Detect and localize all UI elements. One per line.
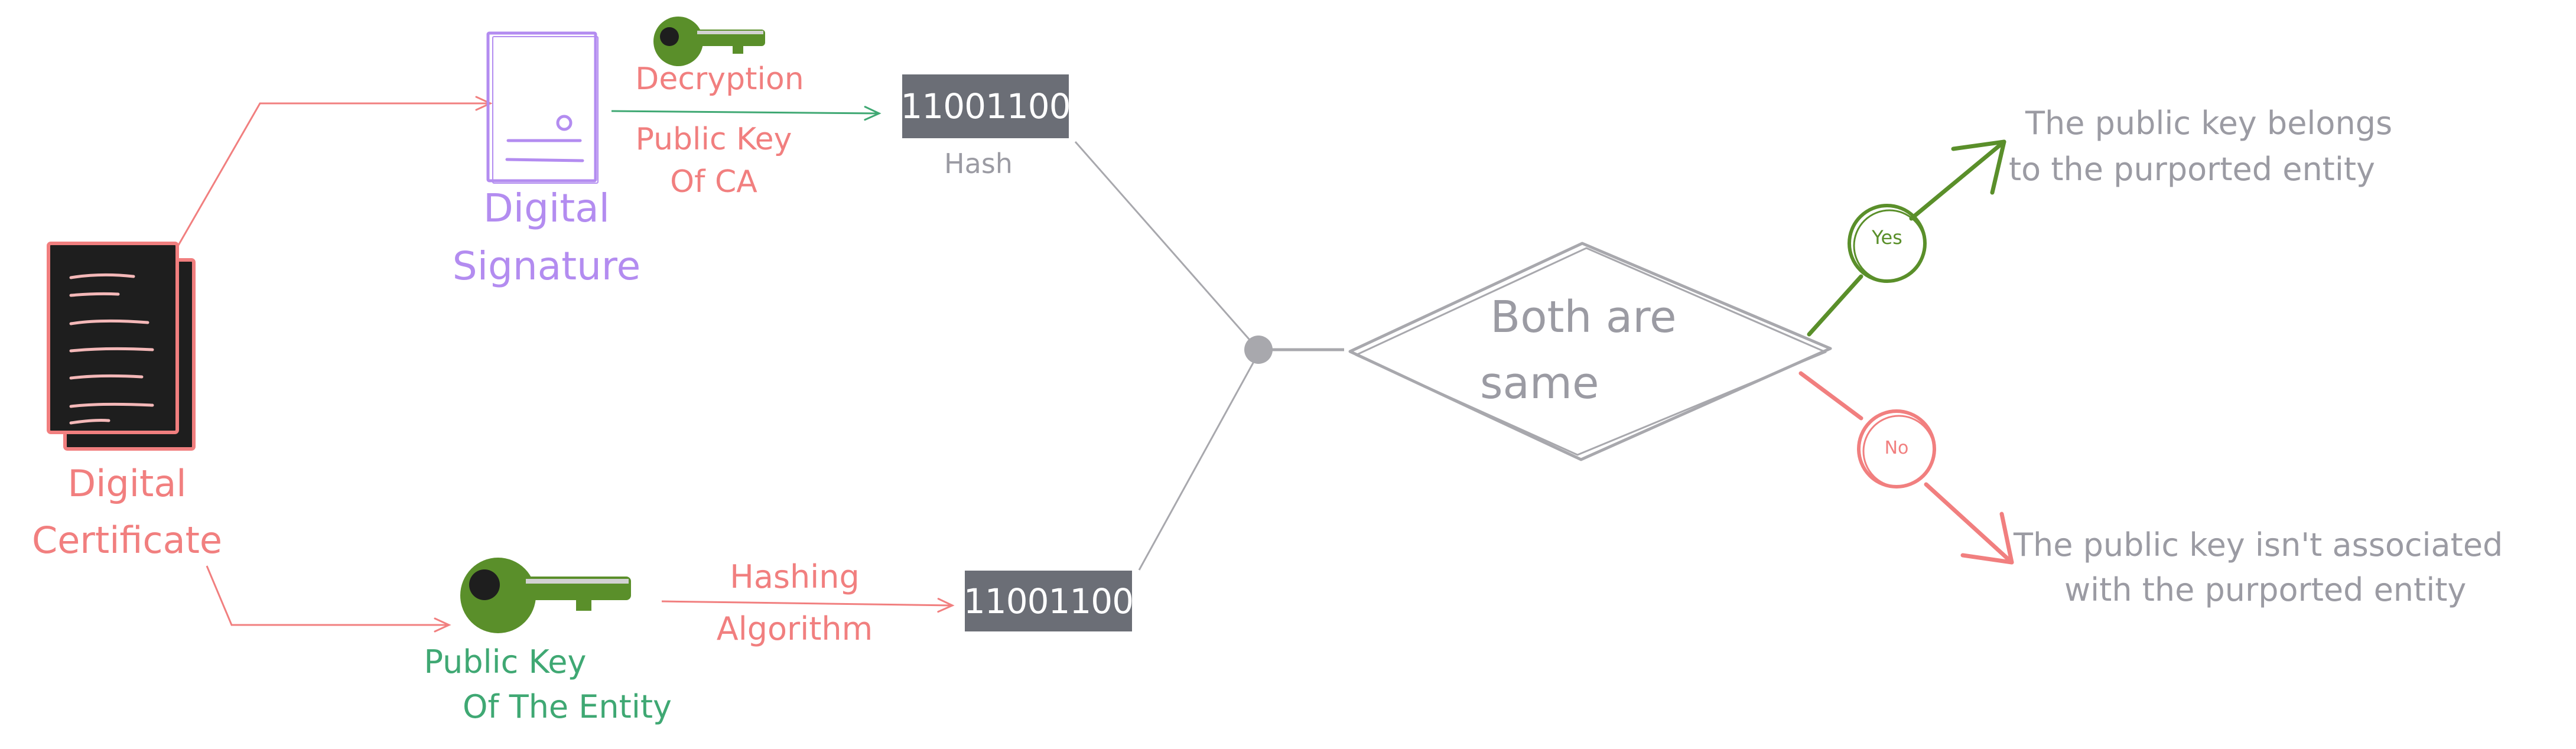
no-label: No — [1884, 438, 1909, 458]
decision-text-line1: Both are — [1490, 292, 1677, 343]
arrow-signature-to-hash — [611, 106, 882, 121]
ca-key-label-line2: Of CA — [670, 164, 757, 200]
no-branch — [1798, 371, 2014, 565]
arrow-certificate-to-entity-key — [206, 565, 451, 633]
arrow-certificate-to-signature — [177, 96, 493, 246]
entity-key-label-line2: Of The Entity — [463, 688, 672, 725]
outcome-yes-line1: The public key belongs — [2025, 105, 2393, 142]
hash-value-top: 11001100 — [900, 74, 1071, 138]
certificate-label-line1: Digital — [67, 462, 187, 505]
hashing-label-line1: Hashing — [730, 558, 860, 595]
yes-branch — [1807, 139, 2006, 337]
certificate-label-line2: Certificate — [31, 519, 223, 562]
outcome-no-line1: The public key isn't associated — [2014, 526, 2503, 564]
document-stack-icon — [47, 242, 196, 451]
hash-value-bottom: 11001100 — [964, 571, 1134, 631]
merge-dot — [1244, 336, 1273, 364]
key-icon — [653, 17, 765, 66]
signed-document-icon — [486, 31, 599, 184]
signature-label-line1: Digital — [483, 185, 610, 231]
entity-key-label-line1: Public Key — [424, 643, 587, 680]
arrow-entity-key-to-hash — [661, 598, 955, 613]
line-bottom-hash-to-merge — [1138, 353, 1260, 571]
decision-text-line2: same — [1480, 358, 1599, 409]
outcome-no-line2: with the purported entity — [2064, 571, 2467, 608]
line-top-hash-to-merge — [1074, 141, 1258, 349]
yes-label: Yes — [1872, 226, 1902, 249]
key-icon — [460, 558, 631, 633]
hash-caption: Hash — [944, 148, 1013, 180]
outcome-yes-line2: to the purported entity — [2009, 151, 2375, 188]
hashing-label-line2: Algorithm — [716, 610, 873, 647]
decryption-label: Decryption — [635, 61, 804, 97]
decision-diamond — [1348, 242, 1832, 461]
ca-key-label-line1: Public Key — [635, 122, 792, 157]
signature-label-line2: Signature — [452, 243, 641, 289]
